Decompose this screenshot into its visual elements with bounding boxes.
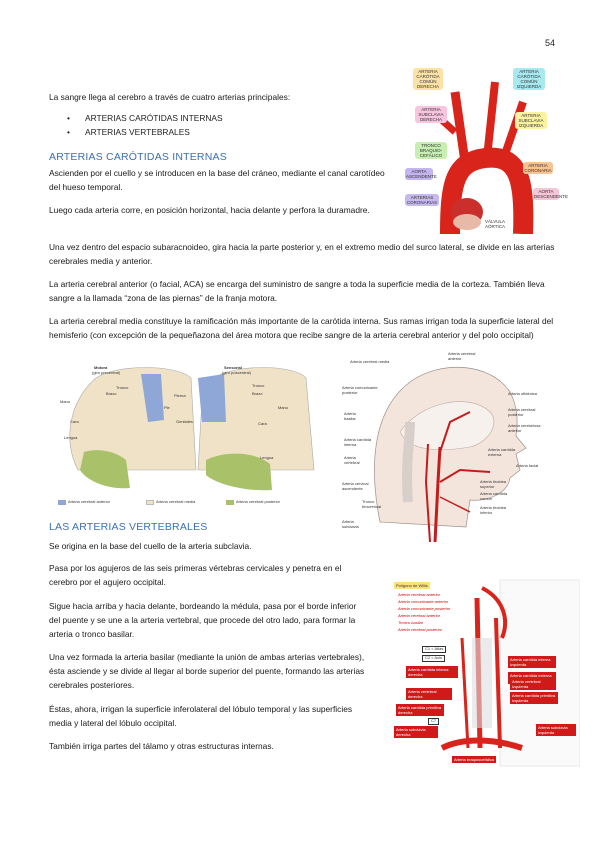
sensorial-title: Sensorial: [224, 365, 243, 370]
homunculus-figure: Motora (giro precentral) Sensorial (giro…: [56, 360, 344, 512]
willis-title: Polígono de Willis: [394, 582, 430, 589]
paragraph: Una vez formada la arteria basilar (medi…: [49, 652, 365, 690]
label-cervical-ascendente: Arteria cervical ascendente: [342, 481, 369, 491]
section-heading-carotidas: ARTERIAS CARÓTIDAS INTERNAS: [49, 151, 227, 163]
label-mano-2: Mano: [278, 405, 289, 410]
legend-item: [58, 500, 66, 505]
homunculus-illustration: [69, 367, 315, 491]
label-brazo: Brazo: [106, 391, 117, 396]
label-carotida-comun: Arteria carótida común: [480, 491, 508, 501]
head-arteries-illustration: [374, 366, 527, 543]
label-arteria-coronaria: ARTERIA CORONARIA: [523, 162, 553, 174]
label-subclavia-izquierda: ARTERIA SUBCLAVIA IZQUIERDA: [515, 112, 547, 129]
intro-text: La sangre llega al cerebro a través de c…: [49, 92, 291, 102]
label-mano: Mano: [60, 399, 71, 404]
label-carotida-interna-izquierda: Arteria carótida interna izquierda: [508, 656, 556, 668]
label-vertebral-izquierda: Arteria vertebral izquierda: [510, 678, 556, 690]
label-pie: Pie: [164, 405, 170, 410]
legend-item: [226, 500, 234, 505]
label-cerebral-anterior: Arteria cerebral anterior: [448, 351, 476, 361]
willis-label: Arteria cerebral anterior: [398, 592, 441, 597]
label-vertebral-derecha: Arteria vertebral derecha: [406, 688, 452, 700]
paragraph: Una vez dentro del espacio subaracnoideo…: [49, 242, 555, 266]
willis-figure: Polígono de Willis Arteria cerebral ante…: [392, 578, 581, 768]
label-arterias-coronarias: ARTERIAS CORONARIAS: [405, 194, 439, 206]
page-number: 54: [545, 38, 556, 48]
list-item: ARTERIAS VERTEBRALES: [67, 125, 223, 139]
paragraph: Luego cada arteria corre, en posición ho…: [49, 205, 370, 215]
paragraph: Se origina en la base del cuello de la a…: [49, 541, 252, 551]
willis-label: Arteria comunicante posterior: [398, 606, 451, 611]
paragraph: La arteria cerebral anterior (o facial, …: [49, 279, 545, 303]
label-carotida-interna-derecha: Arteria carótida interna derecha: [406, 666, 458, 678]
label-carotida-primitiva-derecha: Arteria carótida primitiva derecha: [396, 704, 444, 716]
aortic-arch-illustration: [432, 81, 534, 235]
willis-label: Arteria cerebral anterior: [398, 613, 441, 618]
label-cara-2: Cara: [258, 421, 267, 426]
legend-label: Arteria cerebral media: [156, 499, 196, 504]
vertebra-label: C7: [428, 718, 440, 725]
label-tronco: TRONCO BRAQUIO-CEFÁLICO: [415, 142, 447, 159]
vertebra-label: C1 = Atlas: [422, 646, 447, 653]
head-arteries-figure: Arteria cerebral anterior Arteria cerebr…: [340, 351, 559, 543]
label-subclavia: Arteria subclavia: [342, 519, 359, 529]
label-subclavia-derecha: Arteria subclavia derecha: [394, 726, 438, 738]
label-subclavia-derecha: ARTERIA SUBCLAVIA DERECHA: [415, 106, 447, 123]
paragraph: También irriga partes del tálamo y otras…: [49, 741, 274, 751]
label-vertebral: Arteria vertebral: [344, 455, 360, 465]
label-cara: Cara: [70, 419, 79, 424]
label-carotida-primitiva-izquierda: Arteria carótida primitiva izquierda: [510, 692, 558, 704]
legend-item: [146, 500, 154, 505]
motora-title: Motora: [94, 365, 108, 370]
label-carotida-externa: Arteria carótida externa: [488, 447, 516, 457]
label-subclavia-izquierda: Arteria subclavia izquierda: [536, 724, 576, 736]
sensorial-subtitle: (giro poscentral): [222, 370, 251, 375]
label-cerebral-media: Arteria cerebral media: [350, 359, 390, 364]
willis-label: Arteria cerebral posterior: [398, 627, 443, 632]
label-pierna: Pierna: [174, 393, 186, 398]
label-comunicante-posterior: Arteria comunicante posterior: [342, 385, 378, 395]
label-tiroidea-superior: Arteria tiroidea superior: [480, 479, 507, 489]
aortic-arch-figure: ARTERIA CARÓTIDA COMÚN DERECHA ARTERIA C…: [395, 62, 569, 235]
motora-subtitle: (giro precentral): [92, 370, 121, 375]
label-carotida-derecha: ARTERIA CARÓTIDA COMÚN DERECHA: [413, 68, 443, 90]
artery-list: ARTERIAS CARÓTIDAS INTERNAS ARTERIAS VER…: [67, 111, 223, 139]
vertebra-label: C2 = Axis: [422, 655, 446, 662]
label-carotida-interna: Arteria carótida interna: [344, 437, 372, 447]
paragraph: Pasa por los agujeros de las seis primer…: [49, 563, 342, 587]
label-lengua: Lengua: [64, 435, 78, 440]
label-basilar: Arteria basilar: [344, 411, 356, 421]
label-brazo-2: Brazo: [252, 391, 263, 396]
list-item: ARTERIAS CARÓTIDAS INTERNAS: [67, 111, 223, 125]
label-genitales: Genitales: [176, 419, 193, 424]
label-tronco-tirocervical: Tronco tirocervical: [362, 499, 382, 509]
section-heading-vertebrales: LAS ARTERIAS VERTEBRALES: [49, 521, 208, 533]
legend-label: Arteria cerebral posterior: [236, 499, 281, 504]
label-braquiocefalica: Arteria braquiocefálica: [452, 756, 496, 763]
label-aorta-descendente: AORTA DESCENDENTE: [533, 188, 569, 200]
label-facial: Arteria facial: [516, 463, 539, 468]
label-aorta-ascendente: AORTA ASCENDENTE: [405, 168, 437, 180]
label-valvula: VÁLVULA AÓRTICA: [485, 219, 505, 229]
label-tronco-2: Tronco: [252, 383, 265, 388]
paragraph: Éstas, ahora, irrigan la superficie infe…: [49, 704, 353, 728]
label-cerebral-posterior: Arteria cerebral posterior: [508, 407, 536, 417]
label-tiroidea-inferior: Arteria tiroidea inferior: [480, 505, 507, 515]
label-lengua-2: Lengua: [260, 455, 274, 460]
label-carotida-izquierda: ARTERIA CARÓTIDA COMÚN IZQUIERDA: [513, 68, 545, 90]
label-oftalmica: Arteria oftálmica: [508, 391, 537, 396]
label-tronco: Tronco: [116, 385, 129, 390]
label-cerebelosa: Arteria cerebelosa anterior: [508, 423, 541, 433]
willis-label: Tronco basilar: [398, 620, 424, 625]
paragraph: La arteria cerebral media constituye la …: [49, 316, 554, 340]
willis-label: Arteria comunicante anterior: [398, 599, 449, 604]
paragraph: Sigue hacia arriba y hacia delante, bord…: [49, 601, 357, 639]
paragraph: Ascienden por el cuello y se introducen …: [49, 168, 385, 192]
legend-label: Arteria cerebral anterior: [68, 499, 111, 504]
